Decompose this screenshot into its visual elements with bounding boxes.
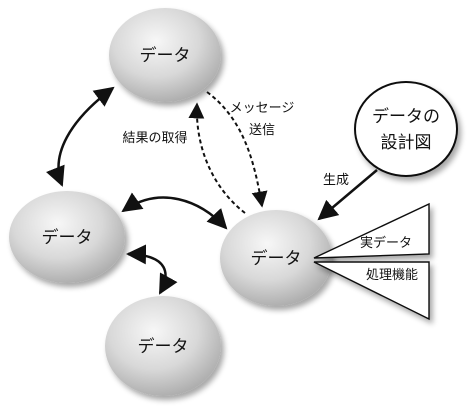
node-top-label: データ [140,45,191,66]
edge-label-message-line1: メッセージ [230,101,295,116]
node-left-label: データ [42,227,93,248]
callout-processing: 処理機能 [313,261,430,321]
edge-label-generate: 生成 [323,173,349,188]
arrow-left-bottom [126,244,178,295]
arrow-left-center [121,192,228,230]
node-design: データの 設計図 [354,81,458,177]
callout-actual-data: 実データ [313,202,430,259]
node-center-label: データ [251,248,302,269]
edge-label-message-line2: 送信 [249,123,275,138]
node-bottom: データ [105,296,221,396]
edge-label-get-result: 結果の取得 [122,130,187,146]
node-design-label-line2: 設計図 [381,133,432,153]
arrow-get-result [188,102,246,214]
node-top: データ [109,8,221,102]
callout-processing-label: 処理機能 [366,268,418,283]
node-design-label-line1: データの [372,106,440,127]
node-center: データ [220,210,332,306]
callout-actual-data-label: 実データ [360,235,412,251]
arrow-message-send [206,91,268,208]
node-bottom-label: データ [138,336,189,357]
arrow-generate [317,169,378,221]
arrow-top-left [46,86,115,187]
node-left: データ [9,191,125,283]
